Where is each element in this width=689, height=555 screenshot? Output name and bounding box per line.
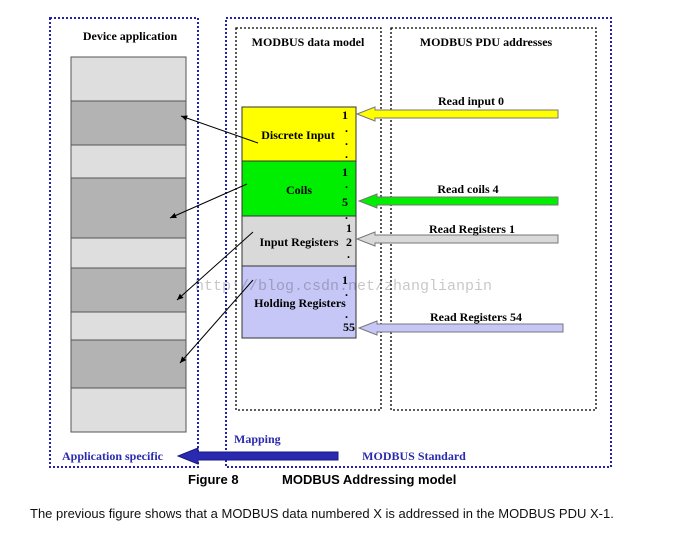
ellipsis-dot: .: [345, 121, 348, 135]
coils-marked-index: 5: [342, 195, 348, 209]
device-block: [70, 177, 187, 239]
pdu-addresses-column: [390, 27, 597, 411]
ellipsis-dot: .: [345, 208, 348, 222]
figure-title: MODBUS Addressing model: [282, 472, 456, 487]
block-arrow: [355, 106, 559, 122]
read-registers-54-label: Read Registers 54: [430, 310, 522, 324]
holding-registers-first-index: 1: [342, 273, 348, 287]
holding-registers-block: 1 Holding Registers . . 55: [241, 265, 357, 339]
application-specific-frame: [49, 17, 199, 468]
mapping-line: [179, 279, 254, 364]
input-registers-first-index: 1: [346, 221, 352, 235]
device-block: [70, 144, 187, 179]
ellipsis-dot: .: [347, 247, 350, 261]
mapping-arrow: [176, 447, 339, 465]
input-registers-label: Input Registers: [259, 235, 338, 249]
ellipsis-dot: .: [345, 307, 348, 321]
pdu-addresses-title: MODBUS PDU addresses: [420, 35, 553, 49]
read-input-0-arrow: Read input 0: [355, 94, 559, 122]
coils-area: [241, 160, 357, 217]
block-arrow: [355, 231, 559, 247]
data-model-title: MODBUS data model: [252, 35, 365, 49]
device-block: [70, 339, 187, 389]
ellipsis-dot: .: [345, 134, 348, 148]
input-registers-area: [241, 215, 357, 267]
device-block: [70, 100, 187, 146]
device-block: [70, 267, 187, 313]
read-registers-54-arrow: Read Registers 54: [357, 310, 564, 336]
read-coils-4-arrow: Read coils 4: [357, 182, 559, 209]
device-memory-stack: [70, 56, 187, 433]
mapping-line: [169, 183, 248, 219]
body-paragraph: The previous figure shows that a MODBUS …: [30, 506, 614, 521]
modbus-standard-frame: [225, 17, 612, 468]
read-input-0-label: Read input 0: [438, 94, 504, 108]
data-model-column: [235, 27, 382, 411]
read-coils-4-label: Read coils 4: [437, 182, 498, 196]
discrete-input-label: Discrete Input: [261, 128, 334, 142]
device-block: [70, 56, 187, 102]
ellipsis-dot: .: [345, 177, 348, 191]
mapping-label: Mapping: [234, 432, 281, 446]
device-block: [70, 387, 187, 433]
holding-registers-label: Holding Registers: [254, 296, 346, 310]
ellipsis-dot: .: [345, 285, 348, 299]
holding-registers-marked-index: 55: [343, 320, 355, 334]
block-arrow: [357, 320, 564, 336]
application-specific-label: Application specific: [62, 449, 164, 463]
discrete-input-area: [241, 106, 357, 162]
device-application-title: Device application: [83, 29, 178, 43]
figure-number: Figure 8: [188, 472, 239, 487]
input-registers-block: . 1 Input Registers 2 .: [241, 208, 357, 267]
coils-label: Coils: [286, 183, 312, 197]
read-registers-1-label: Read Registers 1: [429, 222, 515, 236]
coils-block: Coils 1 . 5: [241, 160, 357, 217]
discrete-input-block: Discrete Input 1 . . .: [241, 106, 357, 162]
device-block: [70, 237, 187, 269]
coils-first-index: 1: [342, 165, 348, 179]
device-block: [70, 311, 187, 341]
watermark: http://blog.csdn.net/zhanglianpin: [195, 278, 492, 295]
read-registers-1-arrow: Read Registers 1: [355, 222, 559, 247]
holding-registers-area: [241, 265, 357, 339]
discrete-input-index: 1: [342, 108, 348, 122]
modbus-standard-label: MODBUS Standard: [362, 449, 466, 463]
input-registers-marked-index: 2: [346, 235, 352, 249]
ellipsis-dot: .: [345, 147, 348, 161]
block-arrow: [357, 193, 559, 209]
mapping-line: [176, 231, 254, 301]
mapping-line: [180, 115, 259, 144]
mapping-lines: [169, 115, 259, 364]
